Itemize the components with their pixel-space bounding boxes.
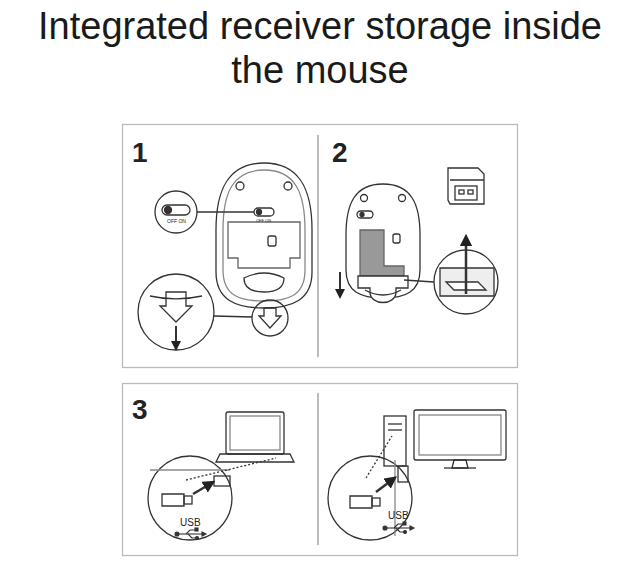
mouse-cover-removed — [340, 168, 498, 314]
panel-frame — [123, 125, 518, 556]
desktop-usb — [328, 410, 506, 540]
switch-label: OFF ON — [167, 219, 186, 225]
step-number: 3 — [132, 395, 148, 426]
mouse-bottom — [138, 163, 312, 350]
laptop-usb — [148, 412, 294, 540]
port-label: USB — [180, 517, 201, 528]
step-number: 1 — [132, 138, 148, 169]
port-label: USB — [388, 510, 409, 521]
switch-label: OFF ON — [256, 219, 271, 223]
step-number: 2 — [332, 138, 348, 169]
page-title: Integrated receiver storage inside the m… — [20, 4, 620, 92]
